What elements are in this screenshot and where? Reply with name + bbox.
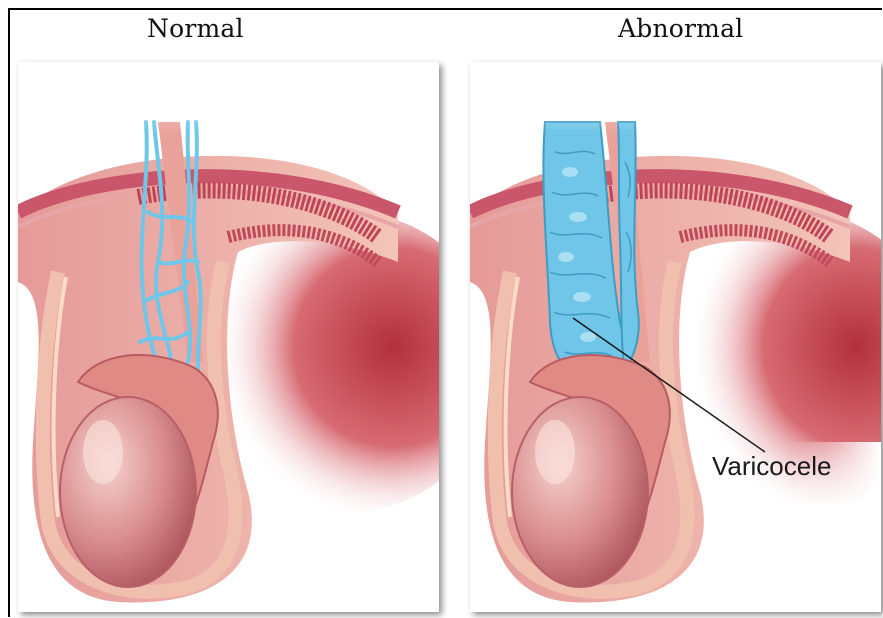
abnormal-illustration-panel	[470, 62, 881, 612]
varicocele-label: Varicocele	[712, 451, 831, 482]
normal-illustration-panel	[18, 62, 439, 612]
normal-anatomy-illustration	[18, 62, 439, 612]
normal-title: Normal	[147, 14, 244, 43]
abnormal-title: Abnormal	[618, 14, 743, 43]
abnormal-anatomy-illustration	[470, 62, 881, 612]
